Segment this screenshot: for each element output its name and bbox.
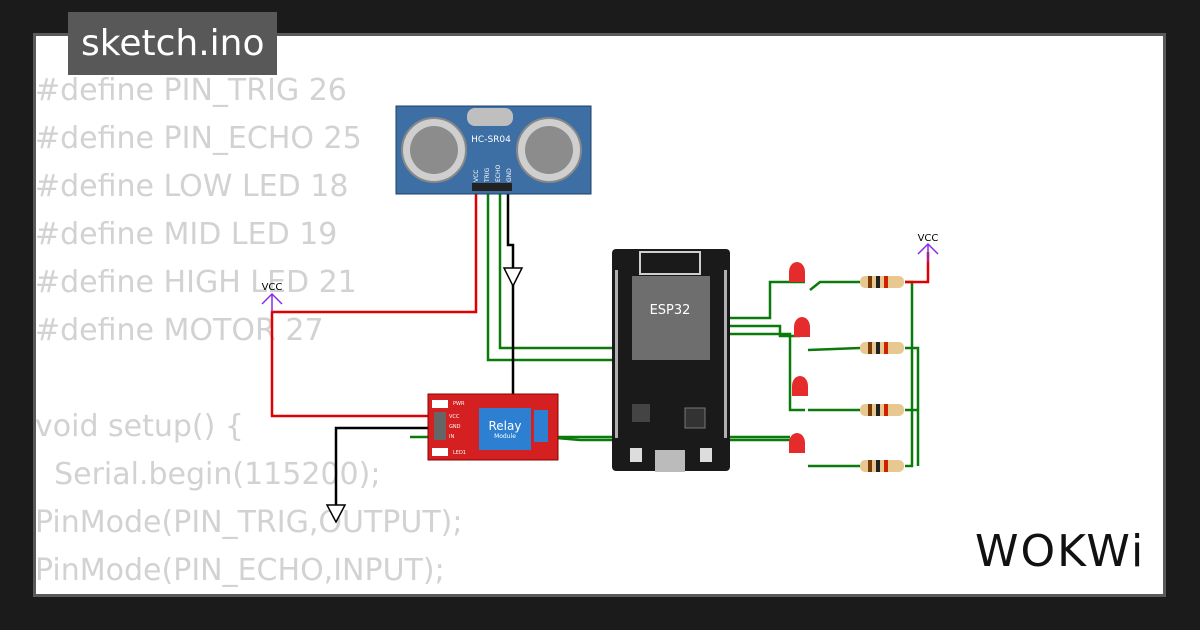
leds xyxy=(789,262,810,453)
wire-led3 xyxy=(720,332,805,412)
hc-sr04-sensor[interactable]: HC-SR04 VCC TRIG ECHO GND xyxy=(395,105,592,195)
relay-led-label: LED1 xyxy=(453,450,466,456)
resistor[interactable] xyxy=(860,404,904,416)
relay-label: Relay xyxy=(489,419,522,433)
led-red[interactable] xyxy=(792,376,808,396)
wire-led-r2 xyxy=(807,346,861,352)
vcc-label: VCC xyxy=(262,282,283,293)
sketch-filename-tab: sketch.ino xyxy=(68,12,278,75)
relay-led-label: PWR xyxy=(453,401,465,407)
led-red[interactable] xyxy=(789,433,805,453)
relay-sub-label: Module xyxy=(494,433,516,440)
esp32-label: ESP32 xyxy=(650,303,691,318)
pin-label: TRIG xyxy=(484,167,491,183)
vcc-symbol: VCC xyxy=(917,233,939,262)
code-background: #define PIN_TRIG 26 #define PIN_ECHO 25 #d… xyxy=(35,67,463,595)
esp32-board[interactable]: ESP32 xyxy=(612,249,730,472)
pin-label: GND xyxy=(506,168,513,182)
vcc-label: VCC xyxy=(918,233,939,244)
code-line: #define PIN_ECHO 25 xyxy=(35,121,362,156)
ground-symbol xyxy=(325,504,347,524)
resistor[interactable] xyxy=(860,460,904,472)
pin-label: ECHO xyxy=(495,165,502,182)
code-line: #define HIGH LED 21 xyxy=(35,265,357,300)
relay-pin-label: VCC xyxy=(449,414,460,420)
relay-pin-label: IN xyxy=(449,434,454,440)
relay-module[interactable]: Relay Module VCC GND IN PWR LED1 xyxy=(427,393,559,461)
code-line: #define MOTOR 27 xyxy=(35,313,324,348)
code-line: #define PIN_TRIG 26 xyxy=(35,73,347,108)
wire-led1 xyxy=(720,280,805,320)
wire-vcc-right xyxy=(905,252,930,284)
relay-pin-label: GND xyxy=(449,424,461,430)
resistor[interactable] xyxy=(860,342,904,354)
sensor-label: HC-SR04 xyxy=(471,135,511,145)
wire-led-gnd xyxy=(809,280,860,291)
wokwi-logo: WOKWi xyxy=(975,526,1146,577)
led-red[interactable] xyxy=(789,262,805,282)
wire-relay-gnd-black xyxy=(334,426,432,505)
ground-symbol xyxy=(502,267,524,288)
wire-vcc-red xyxy=(270,190,478,418)
vcc-symbol: VCC xyxy=(261,282,283,312)
code-line: PinMode(PIN_ECHO,INPUT); xyxy=(35,553,445,588)
resistors xyxy=(860,276,904,472)
preview-card xyxy=(33,33,1166,597)
led-red[interactable] xyxy=(794,317,810,337)
code-line: #define LOW LED 18 xyxy=(35,169,349,204)
code-line: Serial.begin(115200); xyxy=(35,457,381,492)
wire-trig-green xyxy=(486,190,616,362)
wire-rail xyxy=(905,280,914,468)
pin-label: VCC xyxy=(473,170,480,182)
code-line: PinMode(PIN_TRIG,OUTPUT); xyxy=(35,505,463,540)
wire-rail2 xyxy=(905,346,920,466)
resistor[interactable] xyxy=(860,276,904,288)
wire-echo-green xyxy=(498,190,616,350)
wires xyxy=(270,190,930,505)
code-line: #define MID LED 19 xyxy=(35,217,338,252)
wire-gnd-black xyxy=(506,190,545,430)
code-line: void setup() { xyxy=(35,409,244,444)
